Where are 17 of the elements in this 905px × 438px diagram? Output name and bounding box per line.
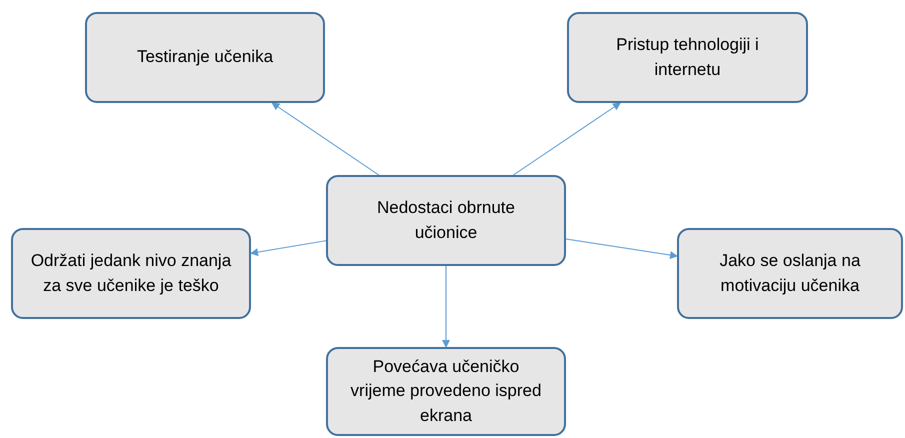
process-box — [326, 347, 566, 436]
node-text: Nedostaci obrnute učionice — [376, 196, 516, 244]
node-text: Pristup tehnologiji i internetu — [615, 34, 760, 80]
arrow — [566, 238, 678, 259]
process-box — [85, 12, 325, 103]
arrow — [271, 102, 380, 176]
arrow — [512, 102, 621, 176]
node-text: Održati jedank nivo znanja za sve učenike je teško — [30, 250, 232, 296]
node-text: Testiranje učenika — [136, 46, 274, 68]
process-box — [11, 228, 251, 319]
arrow — [250, 240, 326, 256]
process-box — [326, 175, 566, 266]
arrow — [442, 266, 450, 348]
process-box — [677, 228, 903, 319]
process-box — [567, 12, 808, 103]
node-text: Povećava učeničko vrijeme provedeno ispred ekrana — [350, 356, 542, 427]
node-text: Jako se oslanja na motivaciju učenika — [718, 250, 862, 296]
